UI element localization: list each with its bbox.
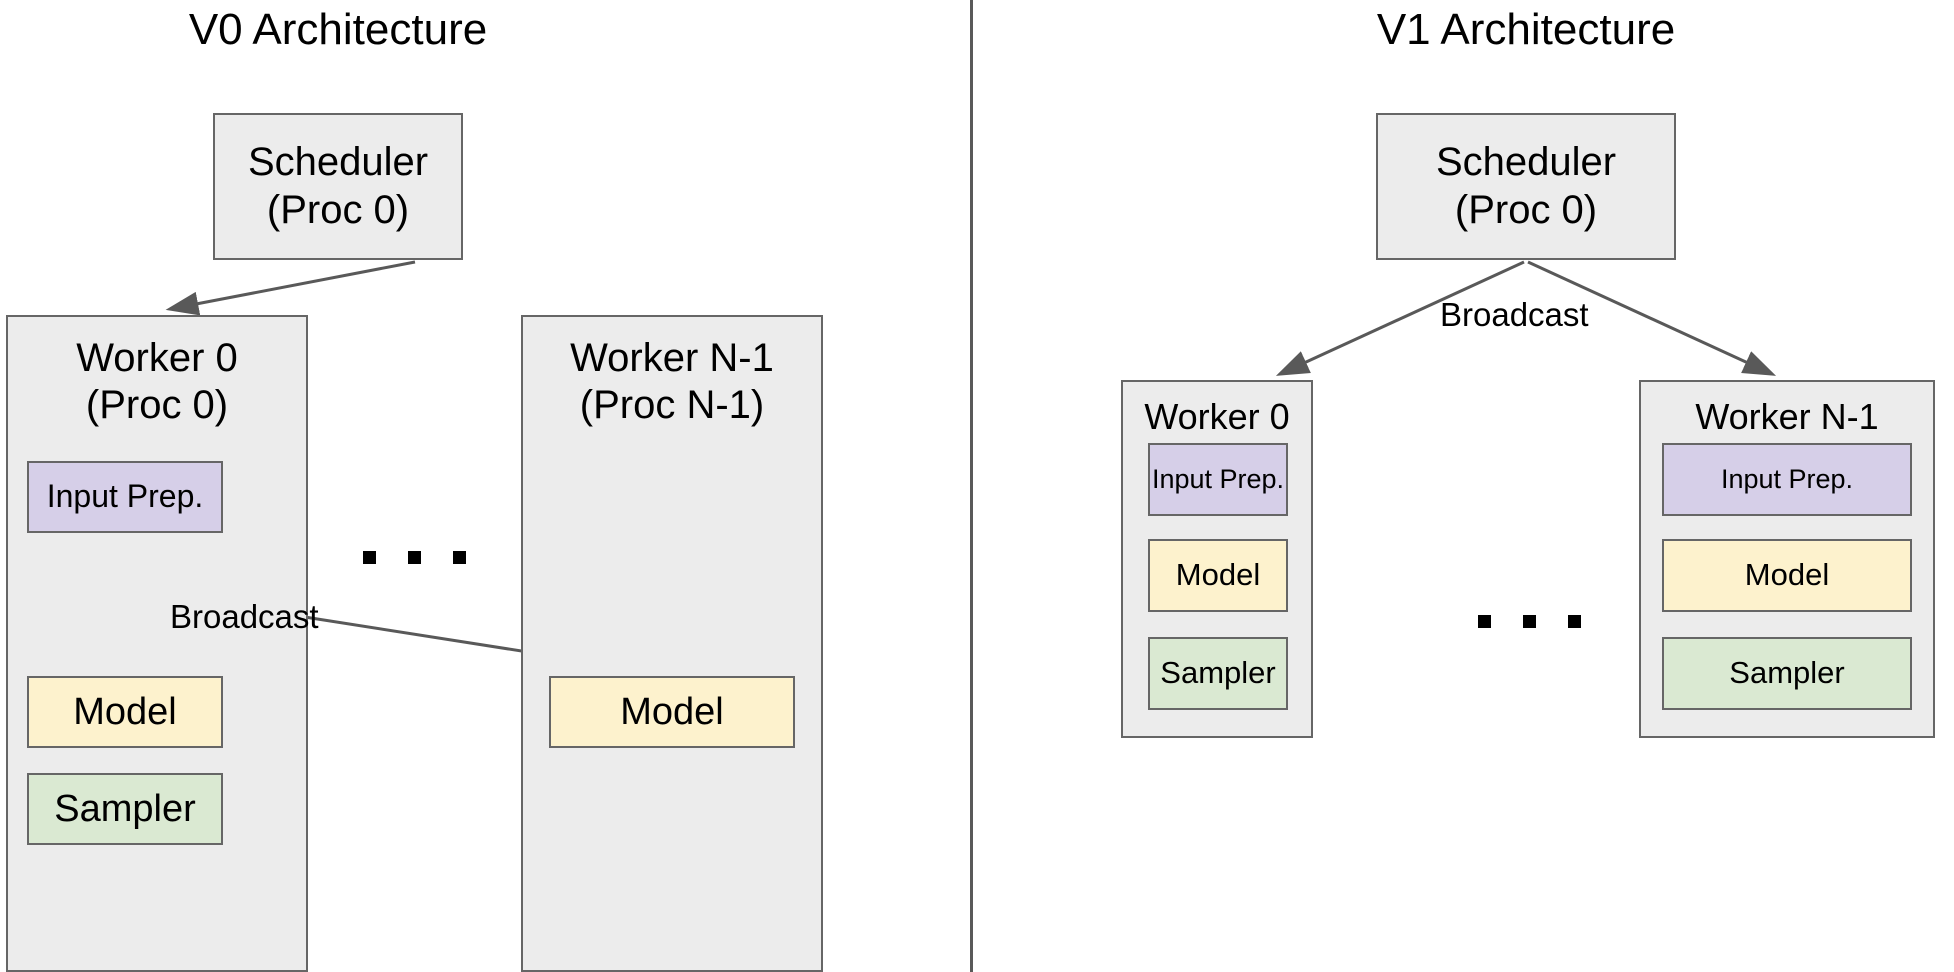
panel-title-v0: V0 Architecture [188,5,488,54]
v1-broadcast-edge-label: Broadcast [1440,296,1589,333]
v1-ellipsis-dot-3 [1568,615,1581,628]
v1-worker-0-sampler-node[interactable]: Sampler [1148,637,1288,710]
v0-scheduler-label-line1: Scheduler [247,140,429,185]
v0-worker-n1-label-line1: Worker N-1 [570,336,774,380]
v0-worker-0-label-line1: Worker 0 [76,336,238,380]
v1-worker-0-label-line1: Worker 0 [1144,396,1290,437]
v0-ellipsis-dot-1 [363,551,376,564]
v1-ellipsis-dot-2 [1523,615,1536,628]
v0-scheduler-node[interactable]: Scheduler (Proc 0) [213,113,463,260]
v1-worker-0-model-label: Model [1175,557,1261,593]
v0-scheduler-label-line2: (Proc 0) [266,187,410,232]
v1-scheduler-label-line2: (Proc 0) [1454,187,1598,232]
v1-scheduler-node[interactable]: Scheduler (Proc 0) [1376,113,1676,260]
v1-worker-n1-model-node[interactable]: Model [1662,539,1912,612]
v0-worker-0-node[interactable]: Worker 0 (Proc 0) [6,315,308,972]
edge-v1-scheduler-to-worker-n1 [1527,260,1777,376]
v0-worker-n1-node[interactable]: Worker N-1 (Proc N-1) [521,315,823,972]
v0-worker-n1-model-label: Model [620,690,724,733]
v1-worker-0-input-prep-node[interactable]: Input Prep. [1148,443,1288,516]
edge-v0-scheduler-to-worker0 [165,260,416,316]
v1-worker-n1-input-prep-node[interactable]: Input Prep. [1662,443,1912,516]
v0-worker-n1-model-node[interactable]: Model [549,676,795,748]
v0-ellipsis [363,551,466,564]
v1-worker-0-input-prep-label: Input Prep. [1151,463,1285,494]
v0-worker-0-model-label: Model [73,690,177,733]
v0-broadcast-edge-label: Broadcast [170,598,319,635]
v0-worker-0-input-prep-node[interactable]: Input Prep. [27,461,223,533]
v0-worker-0-sampler-node[interactable]: Sampler [27,773,223,845]
v1-scheduler-label-line1: Scheduler [1435,140,1617,185]
v1-worker-0-sampler-label: Sampler [1160,655,1276,691]
v1-worker-n1-label-line1: Worker N-1 [1695,396,1879,437]
v0-worker-0-input-prep-label: Input Prep. [46,478,204,515]
v0-worker-0-label-line2: (Proc 0) [85,383,229,428]
v1-worker-0-model-node[interactable]: Model [1148,539,1288,612]
v1-worker-n1-model-label: Model [1744,557,1830,593]
v0-ellipsis-dot-2 [408,551,421,564]
v0-worker-0-model-node[interactable]: Model [27,676,223,748]
v1-ellipsis [1478,615,1581,628]
edge-v1-scheduler-to-worker0 [1275,260,1525,376]
v1-worker-n1-sampler-node[interactable]: Sampler [1662,637,1912,710]
v0-worker-n1-label-line2: (Proc N-1) [579,383,765,428]
v0-ellipsis-dot-3 [453,551,466,564]
panel-divider [970,0,973,972]
panel-title-v1: V1 Architecture [1376,5,1676,54]
v0-worker-0-sampler-label: Sampler [54,787,196,830]
v1-ellipsis-dot-1 [1478,615,1491,628]
v1-worker-n1-input-prep-label: Input Prep. [1720,463,1854,494]
v1-worker-n1-sampler-label: Sampler [1729,655,1845,691]
